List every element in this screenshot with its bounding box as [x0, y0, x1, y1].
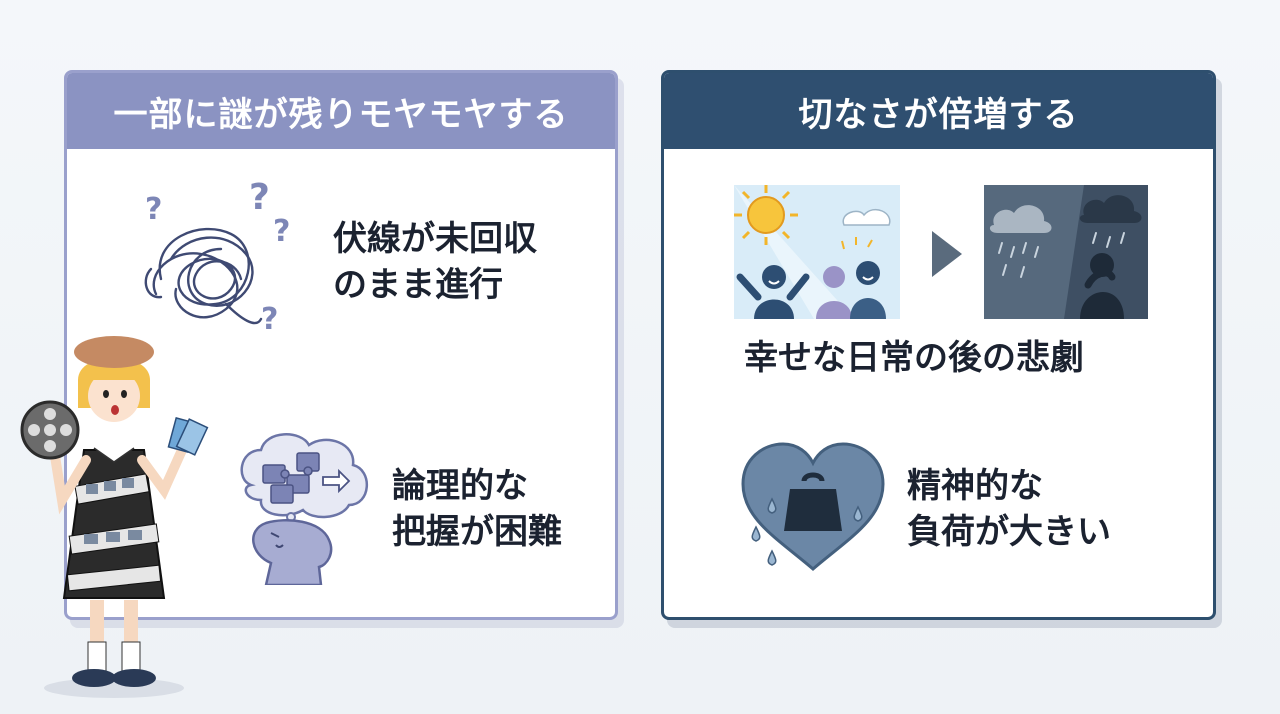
rainy-sad-scene-icon — [984, 185, 1148, 319]
svg-text:?: ? — [261, 302, 278, 337]
svg-text:?: ? — [249, 179, 270, 218]
right-panel-title: 切なさが倍増する — [664, 73, 1213, 149]
item-logic-difficult: 論理的な 把握が困難 — [392, 466, 562, 552]
film-girl-mascot — [20, 336, 209, 698]
puzzle-brain-icon — [240, 433, 369, 585]
heavy-heart-icon — [741, 442, 885, 571]
tangled-thread-question-icon: ? ? ? ? — [144, 179, 290, 337]
item-tragedy-after-happiness: 幸せな日常の後の悲劇 — [744, 338, 1084, 378]
arrow-right-icon — [932, 231, 962, 277]
svg-text:?: ? — [273, 214, 290, 249]
question-mark-icon: ? — [145, 192, 162, 227]
item-unresolved-foreshadowing: 伏線が未回収 のまま進行 — [333, 219, 537, 305]
right-panel: 切なさが倍増する — [661, 70, 1216, 620]
item-mental-burden: 精神的な 負荷が大きい — [907, 466, 1111, 552]
left-panel-title: 一部に謎が残りモヤモヤする — [67, 73, 615, 149]
sunny-happy-scene-icon — [734, 185, 900, 319]
